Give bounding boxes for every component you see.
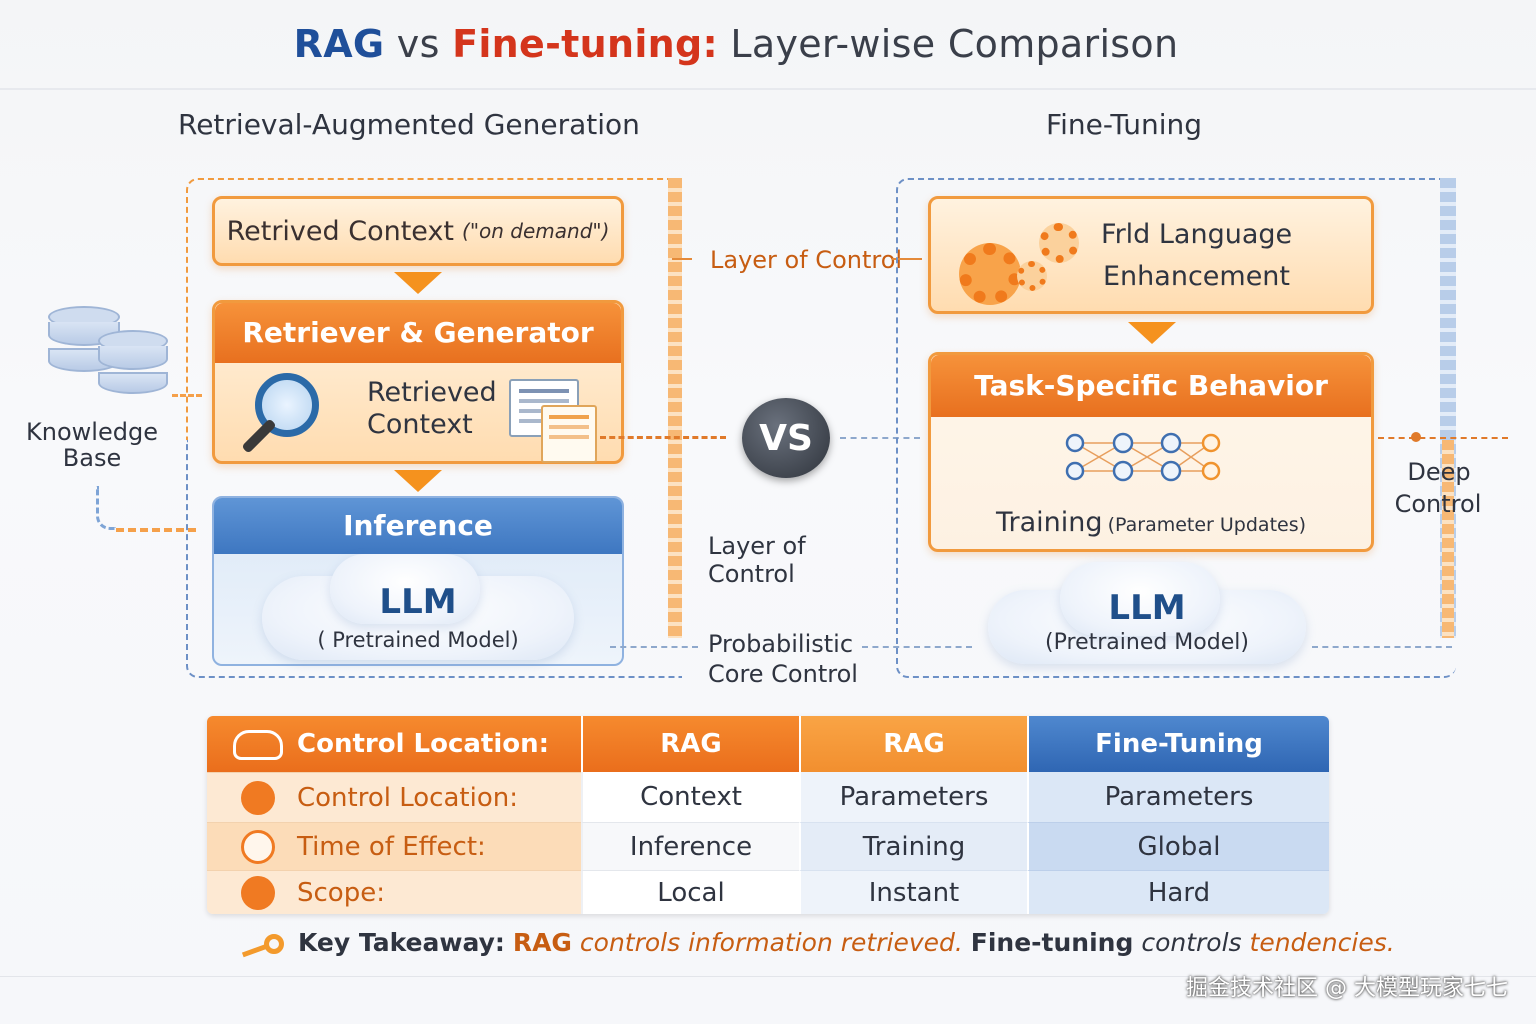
database-icon <box>98 330 168 406</box>
cloud-icon <box>233 730 283 760</box>
table-cell: Parameters <box>1027 772 1329 822</box>
table-header-label: Control Location: <box>207 716 581 772</box>
connector-core-right <box>1312 646 1452 648</box>
layer-of-control-top: Layer of Control <box>710 246 903 274</box>
table-cell: Global <box>1027 822 1329 870</box>
knowledge-base-line2: Base <box>62 444 122 472</box>
frld-line2: Enhancement <box>1103 261 1291 292</box>
table-header-rag: RAG <box>581 716 799 772</box>
arrow-down-icon <box>1128 322 1176 344</box>
arrow-down-icon <box>394 470 442 492</box>
retrieved-line1: Retrieved <box>367 377 497 408</box>
retrieved-context-box: Retrived Context ("on demand") <box>212 196 624 266</box>
frld-language-box: Frld Language Enhancement <box>928 196 1374 314</box>
training-label: Training <box>995 507 1103 538</box>
clock-icon <box>241 830 275 864</box>
llm-sub-right: (Pretrained Model) <box>1045 630 1249 655</box>
neural-network-icon <box>1065 432 1221 482</box>
footer-divider <box>0 976 1536 977</box>
rag-frame-bottom <box>186 440 682 678</box>
ft-section-title: Fine-Tuning <box>1046 108 1202 141</box>
key-takeaway: Key Takeaway: RAG controls information r… <box>298 928 1395 957</box>
arrow-down-icon <box>394 272 442 294</box>
table-row-label: Scope: <box>207 870 581 914</box>
connector-to-vs <box>600 436 726 439</box>
tag-icon <box>241 876 275 910</box>
connector-dot <box>1411 432 1421 442</box>
ft-control-bar-orange <box>1442 440 1454 638</box>
table-row-label: Time of Effect: <box>207 822 581 870</box>
connector-from-vs <box>840 437 920 439</box>
rag-control-bar <box>668 178 682 638</box>
layer-of-control-mid-2: Control <box>708 560 795 588</box>
table-cell: Training <box>799 822 1027 870</box>
training-label-row: Training (Parameter Updates) <box>931 507 1371 538</box>
llm-cloud-left-top <box>330 554 480 624</box>
deep-control-line1: Deep <box>1407 458 1471 486</box>
table-cell: Inference <box>581 822 799 870</box>
deep-control-line2: Control <box>1394 490 1482 518</box>
layer-of-control-mid-1: Layer of <box>708 532 806 560</box>
training-note: (Parameter Updates) <box>1107 514 1307 536</box>
page-title: RAG vs Fine-tuning: Layer-wise Compariso… <box>293 22 1179 66</box>
retrieved-line2: Context <box>367 409 473 440</box>
on-demand-note: ("on demand") <box>462 219 610 243</box>
gear-icon <box>959 243 1021 305</box>
table-header-rag-2: RAG <box>799 716 1027 772</box>
llm-title-left: LLM <box>379 582 457 622</box>
task-specific-box: Task-Specific Behavior Training (Paramet… <box>928 352 1374 552</box>
rag-frame-top <box>186 178 682 440</box>
table-cell: Local <box>581 870 799 914</box>
connector-kb-inference-arrow <box>116 528 196 532</box>
gear-icon <box>1039 223 1079 263</box>
target-icon <box>241 781 275 815</box>
title-divider <box>0 88 1536 90</box>
retriever-generator-box: Retriever & Generator Retrieved Context <box>212 300 624 464</box>
connector-core <box>610 646 698 648</box>
retrieved-context-label: Retrived Context <box>226 215 455 247</box>
key-icon <box>241 934 286 958</box>
connector-line <box>672 258 692 260</box>
inference-header: Inference <box>214 498 622 554</box>
magnifier-handle-icon <box>241 418 277 454</box>
table-cell: Hard <box>1027 870 1329 914</box>
table-cell: Instant <box>799 870 1027 914</box>
connector-line <box>892 258 922 260</box>
table-row-label: Control Location: <box>207 772 581 822</box>
vs-badge: VS <box>742 398 830 478</box>
rag-section-title: Retrieval-Augmented Generation <box>178 108 640 141</box>
connector-core <box>862 646 972 648</box>
connector-kb-inference <box>96 486 116 530</box>
llm-sub-left: ( Pretrained Model) <box>317 628 519 652</box>
knowledge-base-line1: Knowledge <box>26 418 158 446</box>
frld-line1: Frld Language <box>1101 219 1293 250</box>
comparison-table: Control Location: RAG RAG Fine-Tuning Co… <box>207 716 1329 914</box>
table-cell: Context <box>581 772 799 822</box>
connector-deep <box>1378 437 1508 439</box>
table-header-finetuning: Fine-Tuning <box>1027 716 1329 772</box>
llm-title-right: LLM <box>1108 588 1186 628</box>
ft-frame <box>896 178 1456 678</box>
document-stack-icon <box>541 405 597 463</box>
connector-kb-retriever <box>172 394 202 397</box>
probabilistic-line2: Core Control <box>708 660 858 688</box>
table-cell: Parameters <box>799 772 1027 822</box>
gear-icon <box>1017 261 1047 291</box>
task-header: Task-Specific Behavior <box>931 355 1371 417</box>
probabilistic-line1: Probabilistic <box>708 630 854 658</box>
watermark: 掘金技术社区 @ 大模型玩家七七 <box>1186 976 1508 1001</box>
retriever-header: Retriever & Generator <box>215 303 621 363</box>
llm-cloud-right-top <box>1060 562 1220 636</box>
